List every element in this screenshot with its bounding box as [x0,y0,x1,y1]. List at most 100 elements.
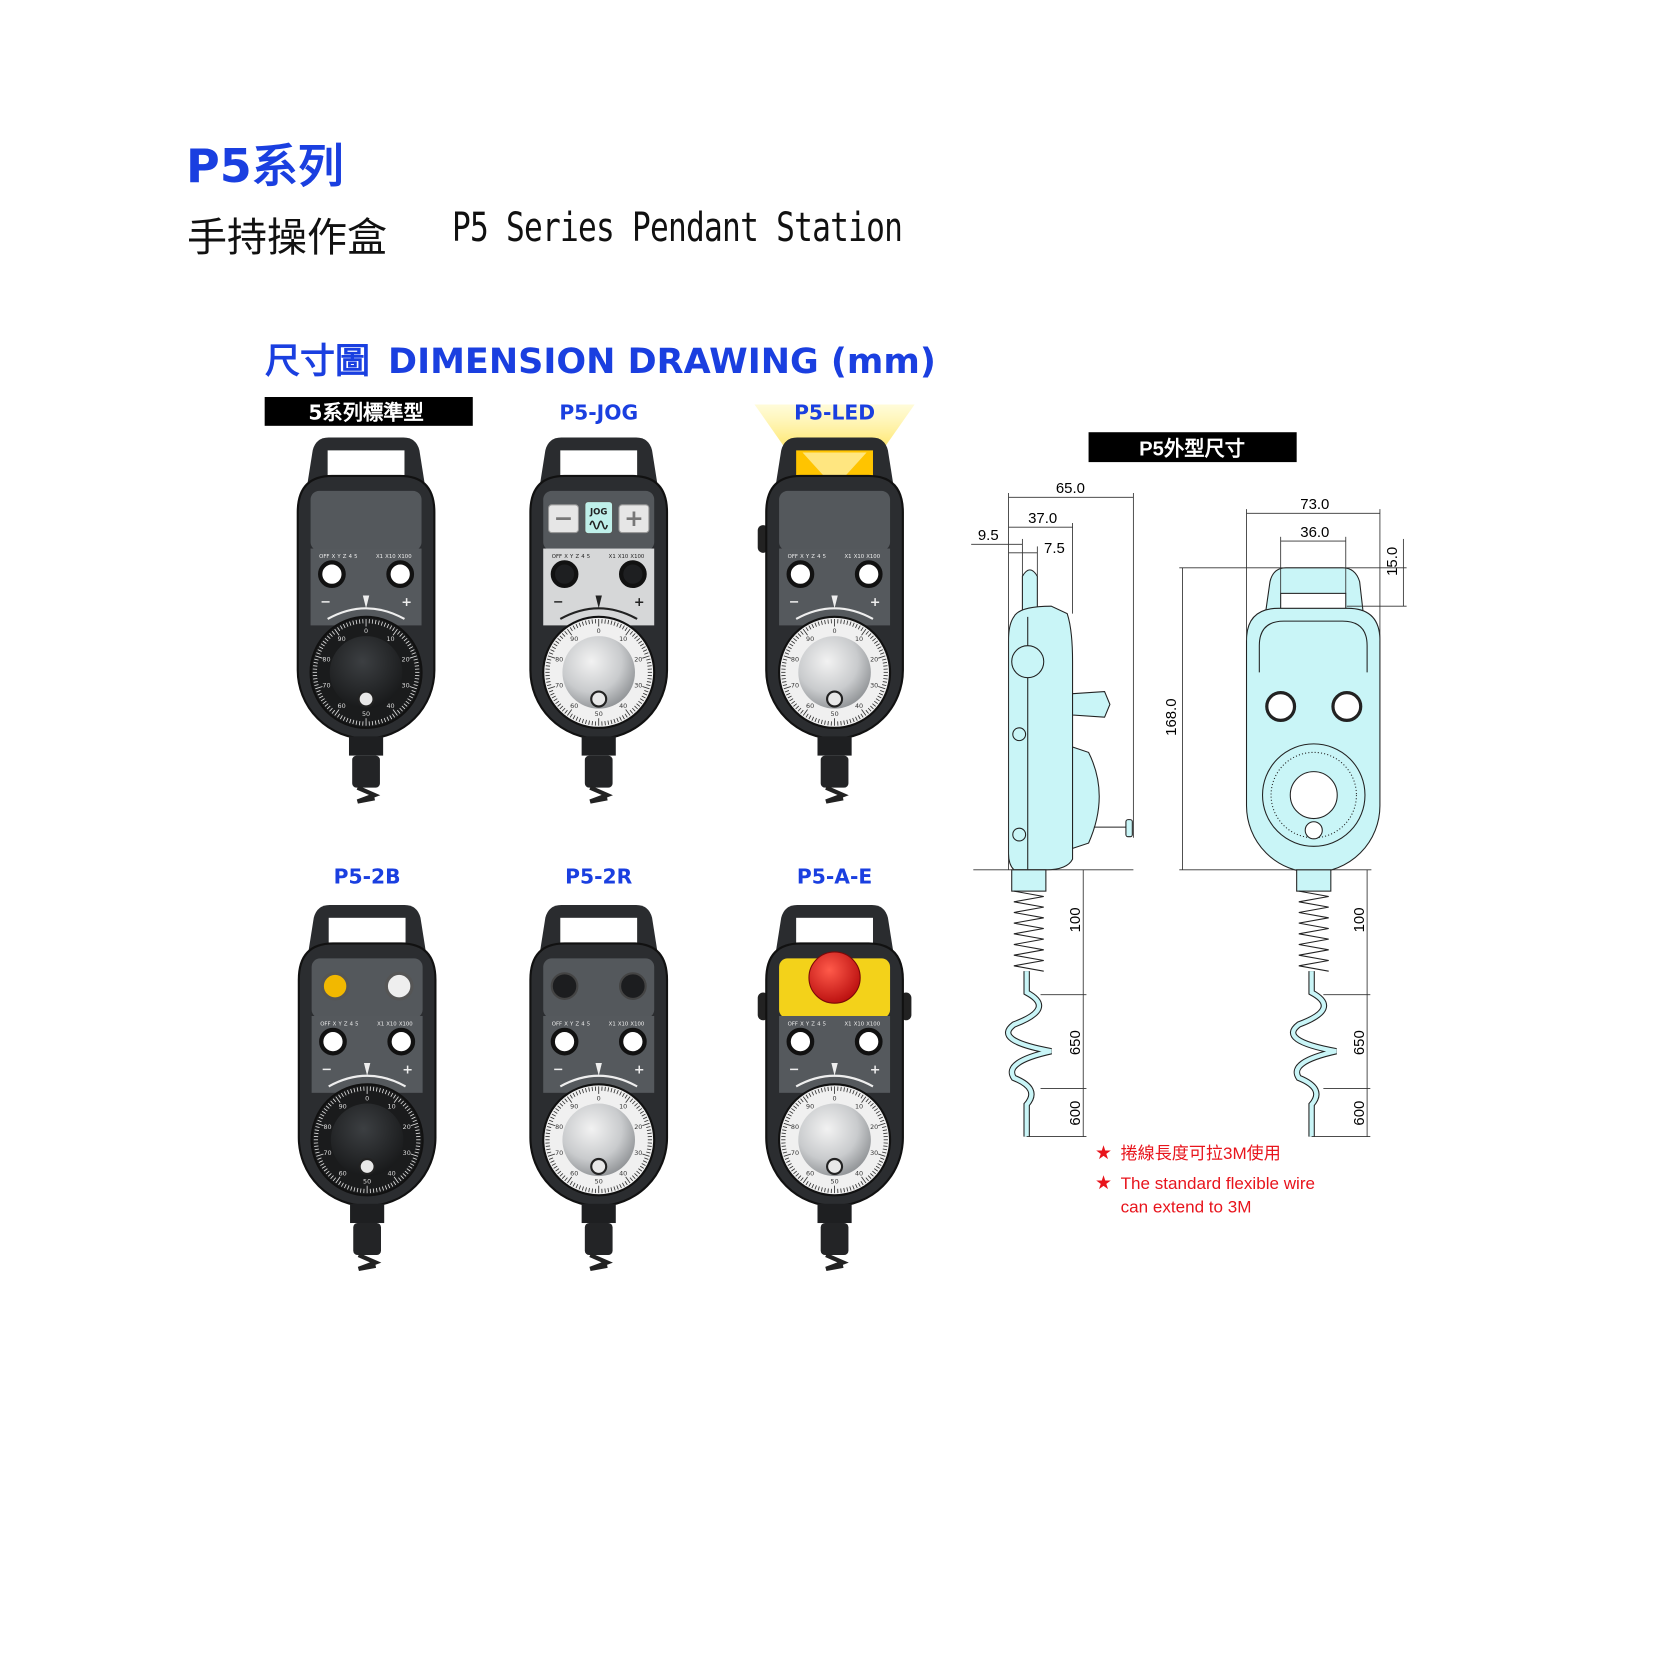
dial-tick [400,1175,404,1179]
dial-number: 70 [555,681,563,689]
dial-tick [802,628,808,636]
dial-tick [610,719,613,725]
dial-tick [413,658,418,661]
dial-tick [381,1088,385,1094]
dial-tick [410,692,415,696]
plus-button [618,504,650,534]
dial-tick [619,623,622,629]
dial-tick [802,709,808,716]
dial-tick [646,1151,651,1154]
dial-tick [585,1187,587,1192]
dial-tick [403,703,408,707]
dial-tick [638,1168,643,1172]
dim-65: 65.0 [1056,480,1085,497]
dial-tick [561,633,566,637]
minus-label: − [553,1063,564,1078]
dial-tick [800,1098,804,1103]
axis-tick-label: Y [336,554,341,560]
dial-number: 90 [338,635,346,643]
dim-15: 15.0 [1384,547,1401,576]
dial-tick [317,1119,322,1123]
dial-tick [550,1116,555,1120]
dim-168: 168.0 [1163,698,1180,735]
dial-number: 10 [388,1102,396,1110]
axis-tick-label: OFF [319,554,329,560]
rate-tick-label: X1 [377,1022,384,1028]
dial-tick [392,713,396,718]
rate-tick-label: X10 [618,1022,629,1028]
dial-number: 0 [833,1094,837,1102]
dial-tick [880,652,885,655]
axis-tick-label: OFF [552,1022,562,1028]
dial-tick [874,1168,878,1172]
handle-opening [327,450,405,476]
dial-tick [408,695,414,699]
dial-tick [575,716,579,721]
dial-number: 70 [791,681,799,689]
dial-tick [347,1090,350,1095]
dial-tick [585,1088,587,1093]
dial-tick [797,633,802,637]
dial-tick [561,707,566,712]
dial-number: 40 [619,702,627,710]
dim-36: 36.0 [1300,524,1329,541]
dial-tick [546,1129,551,1132]
rate-tick-label: X100 [866,1022,880,1028]
dial-tick [782,1129,787,1132]
dial-number: 60 [338,702,346,710]
dial-tick [358,619,361,624]
dial-tick [545,1132,551,1135]
dial-tick [874,1108,878,1112]
dial-tick [346,717,349,723]
model-label: P5-LED [794,400,875,424]
dial-tick [551,1163,556,1166]
dial-number: 50 [362,710,370,718]
dial-tick [616,717,619,723]
dial-number: 90 [339,1102,347,1110]
cable-gland [584,755,613,788]
dial-tick [331,630,336,635]
white-button [384,971,414,1001]
dial-tick [557,1170,562,1175]
dial-tick [646,681,652,683]
dial-number: 30 [634,1149,642,1157]
minus-label: − [789,595,800,610]
dial-tick [360,1188,362,1193]
dial-tick [326,705,331,710]
dial-tick [572,1092,576,1097]
plus-label: + [401,595,412,610]
axis-tick-label: Y [569,554,574,560]
crank-knob [358,1157,376,1176]
dial-tick [784,1157,790,1160]
dial-tick [610,620,613,625]
model-label-box [264,397,473,426]
dial-tick [638,640,643,644]
dial-tick [870,1173,874,1177]
dial-tick [861,628,867,636]
dial-tick [636,1170,641,1175]
dial-tick [415,1132,421,1135]
dial-tick [784,1119,790,1123]
dial-tick [564,709,568,714]
dial-tick [875,1165,880,1169]
dial-tick [559,1102,564,1107]
dial-tick [814,1090,817,1095]
dial-tick [878,1160,884,1163]
star-icon: ★ [1095,1173,1112,1194]
dial-tick [642,1116,648,1120]
dial-tick [390,1092,394,1097]
dial-tick [559,705,564,710]
model-label: 5系列標準型 [308,400,423,424]
dial-tick [616,1185,619,1190]
dial-tick [781,1145,786,1147]
dial-tick [330,1175,334,1179]
dial-tick [409,1113,415,1117]
dial-tick [557,703,562,707]
